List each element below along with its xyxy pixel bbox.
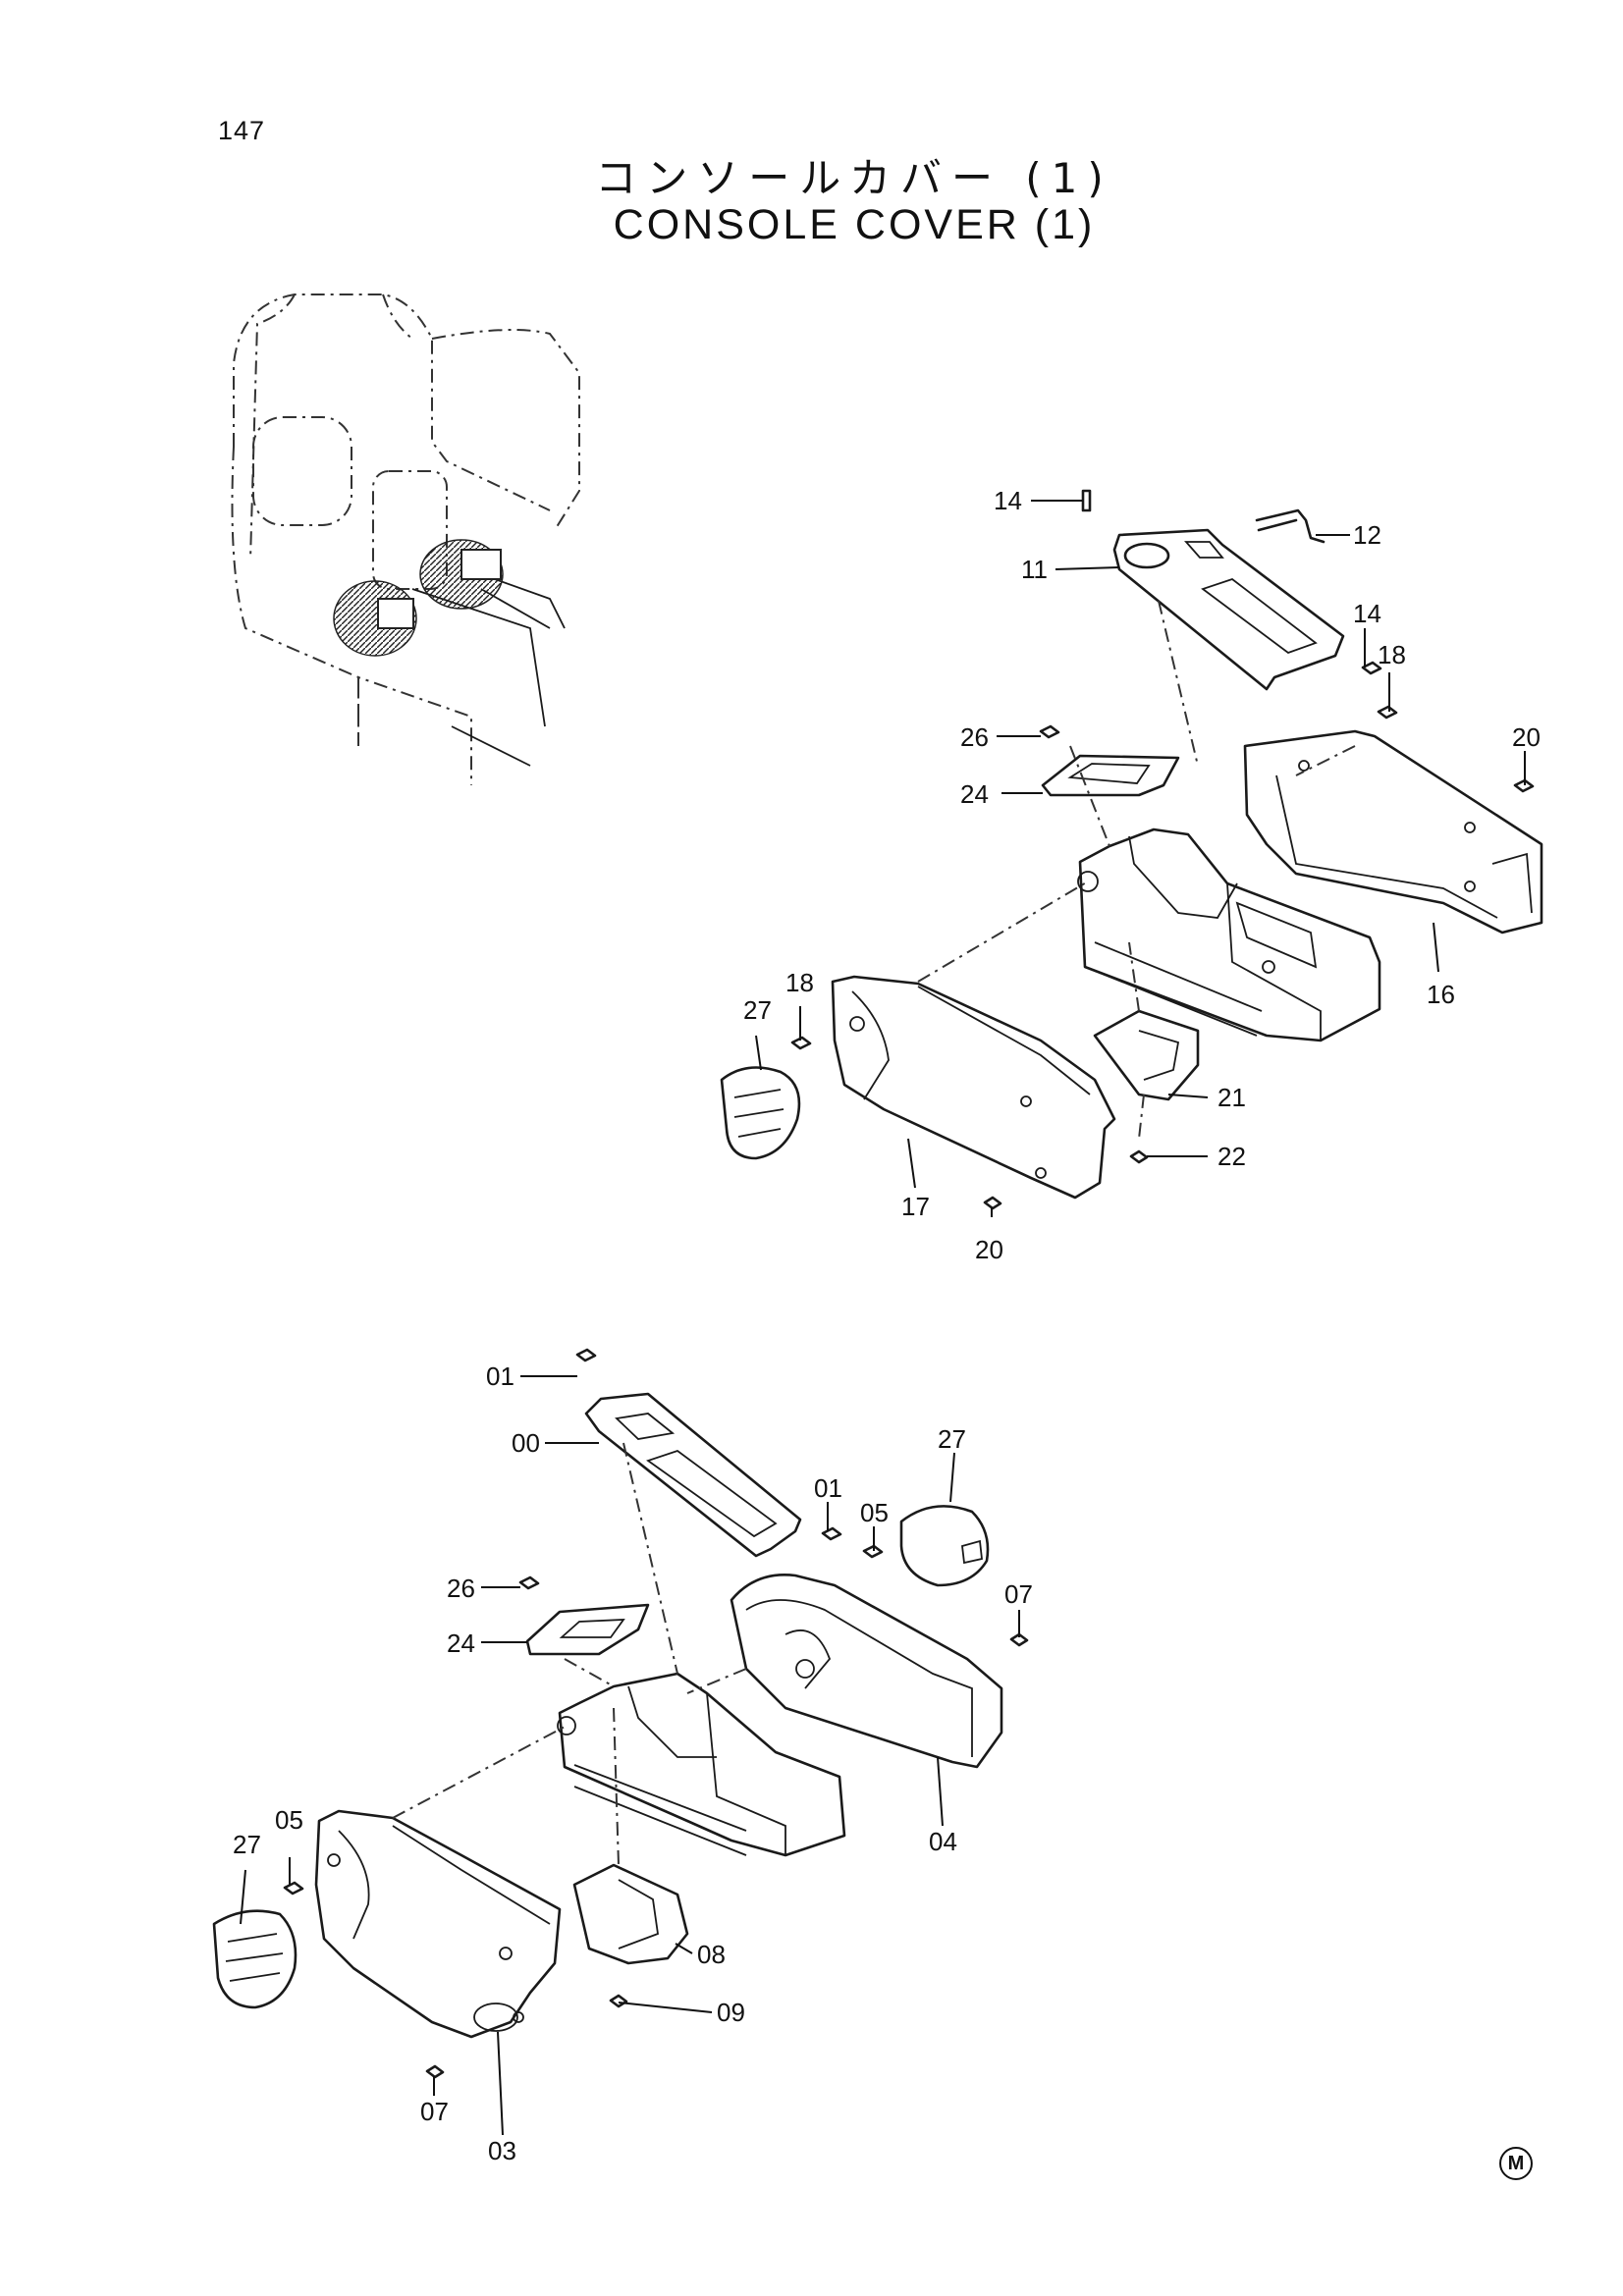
- cab-location-sketch: [231, 294, 580, 785]
- callout-label: 24: [960, 779, 989, 809]
- callout-label: 18: [785, 968, 814, 997]
- callout-labels: 14 12 11 14 18 26 20 24 16 18 27 21 22 1…: [233, 486, 1541, 2165]
- callout-label: 01: [814, 1473, 842, 1503]
- callout-label: 14: [994, 486, 1022, 515]
- callout-label: 07: [1004, 1579, 1033, 1609]
- callout-label: 18: [1378, 640, 1406, 669]
- callout-label: 08: [697, 1940, 726, 1969]
- lower-assembly-drawing: [212, 1348, 1029, 2079]
- callout-label: 12: [1353, 520, 1381, 550]
- callout-label: 27: [938, 1424, 966, 1454]
- page-title-japanese: コンソールカバー (1): [595, 154, 1113, 202]
- callout-label: 03: [488, 2136, 516, 2165]
- callout-label: 27: [743, 995, 772, 1025]
- callout-label: 20: [1512, 722, 1541, 752]
- callout-label: 20: [975, 1235, 1003, 1264]
- callout-label: 24: [447, 1629, 475, 1658]
- callout-label: 17: [901, 1192, 930, 1221]
- callout-label: 11: [1021, 555, 1048, 584]
- callout-label: 16: [1427, 980, 1455, 1009]
- callout-label: 01: [486, 1362, 514, 1391]
- callout-label: 26: [960, 722, 989, 752]
- leader-lines: [240, 500, 1526, 2136]
- callout-label: 27: [233, 1830, 261, 1859]
- callout-label: 05: [860, 1498, 889, 1527]
- callout-label: 22: [1217, 1142, 1246, 1171]
- callout-label: 26: [447, 1574, 475, 1603]
- page-title-english: CONSOLE COVER (1): [613, 201, 1096, 248]
- corner-mark: M: [1499, 2147, 1533, 2180]
- callout-label: 05: [275, 1805, 303, 1835]
- callout-label: 14: [1353, 599, 1381, 628]
- callout-label: 09: [717, 1998, 745, 2027]
- callout-label: 04: [929, 1827, 957, 1856]
- page-number: 147: [218, 116, 266, 145]
- callout-label: 21: [1217, 1083, 1246, 1112]
- upper-assembly-drawing: [720, 489, 1543, 1210]
- callout-label: 00: [512, 1428, 540, 1458]
- callout-label: 07: [420, 2097, 449, 2126]
